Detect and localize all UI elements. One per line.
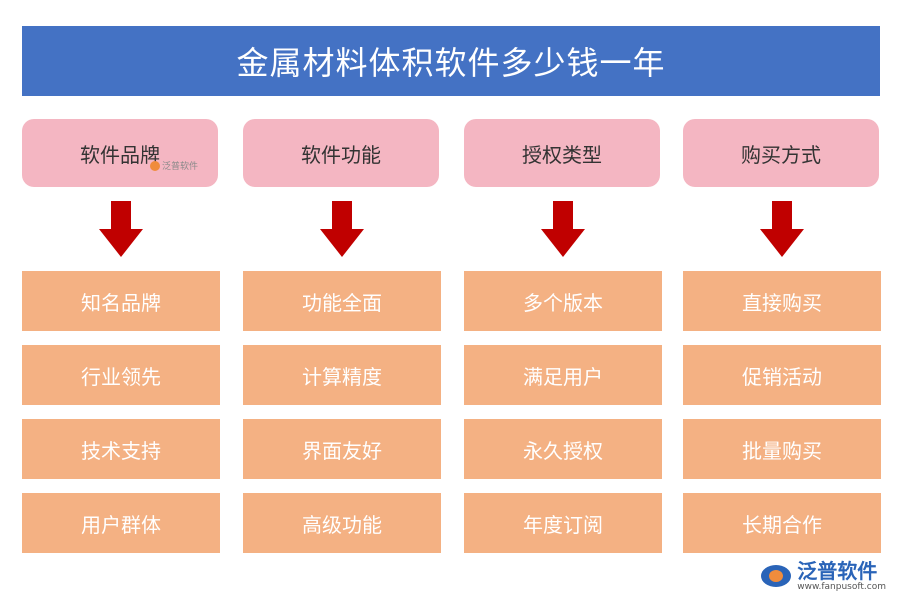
list-item: 知名品牌 bbox=[22, 271, 220, 331]
down-arrow-icon bbox=[541, 201, 585, 257]
list-item: 年度订阅 bbox=[464, 493, 662, 553]
list-item: 功能全面 bbox=[243, 271, 441, 331]
list-item: 直接购买 bbox=[683, 271, 881, 331]
list-item: 批量购买 bbox=[683, 419, 881, 479]
diagram-title: 金属材料体积软件多少钱一年 bbox=[22, 26, 880, 96]
list-item: 界面友好 bbox=[243, 419, 441, 479]
logo-icon bbox=[761, 565, 792, 587]
list-item: 多个版本 bbox=[464, 271, 662, 331]
logo-name: 泛普软件 bbox=[797, 559, 878, 583]
watermark: 泛普软件 bbox=[150, 159, 198, 172]
column-purchase-method: 购买方式 直接购买 促销活动 批量购买 长期合作 bbox=[683, 119, 881, 567]
watermark-logo-icon bbox=[150, 160, 160, 171]
list-item: 永久授权 bbox=[464, 419, 662, 479]
list-item: 促销活动 bbox=[683, 345, 881, 405]
column-license-type: 授权类型 多个版本 满足用户 永久授权 年度订阅 bbox=[464, 119, 662, 567]
list-item: 计算精度 bbox=[243, 345, 441, 405]
list-item: 技术支持 bbox=[22, 419, 220, 479]
column-software-brand: 软件品牌 泛普软件 知名品牌 行业领先 技术支持 用户群体 bbox=[22, 119, 220, 567]
column-header: 购买方式 bbox=[683, 119, 879, 187]
column-software-features: 软件功能 功能全面 计算精度 界面友好 高级功能 bbox=[243, 119, 441, 567]
list-item: 用户群体 bbox=[22, 493, 220, 553]
column-header-label: 购买方式 bbox=[741, 142, 821, 167]
list-item: 长期合作 bbox=[683, 493, 881, 553]
down-arrow-icon bbox=[99, 201, 143, 257]
column-header-label: 软件功能 bbox=[301, 142, 381, 167]
brand-logo: 泛普软件 www.fanpusoft.com bbox=[761, 560, 886, 592]
column-header-label: 软件品牌 bbox=[80, 142, 160, 167]
list-item: 行业领先 bbox=[22, 345, 220, 405]
column-header: 授权类型 bbox=[464, 119, 660, 187]
column-header: 软件品牌 泛普软件 bbox=[22, 119, 218, 187]
list-item: 满足用户 bbox=[464, 345, 662, 405]
logo-url: www.fanpusoft.com bbox=[797, 582, 886, 592]
column-header: 软件功能 bbox=[243, 119, 439, 187]
down-arrow-icon bbox=[320, 201, 364, 257]
down-arrow-icon bbox=[760, 201, 804, 257]
list-item: 高级功能 bbox=[243, 493, 441, 553]
column-header-label: 授权类型 bbox=[522, 142, 602, 167]
